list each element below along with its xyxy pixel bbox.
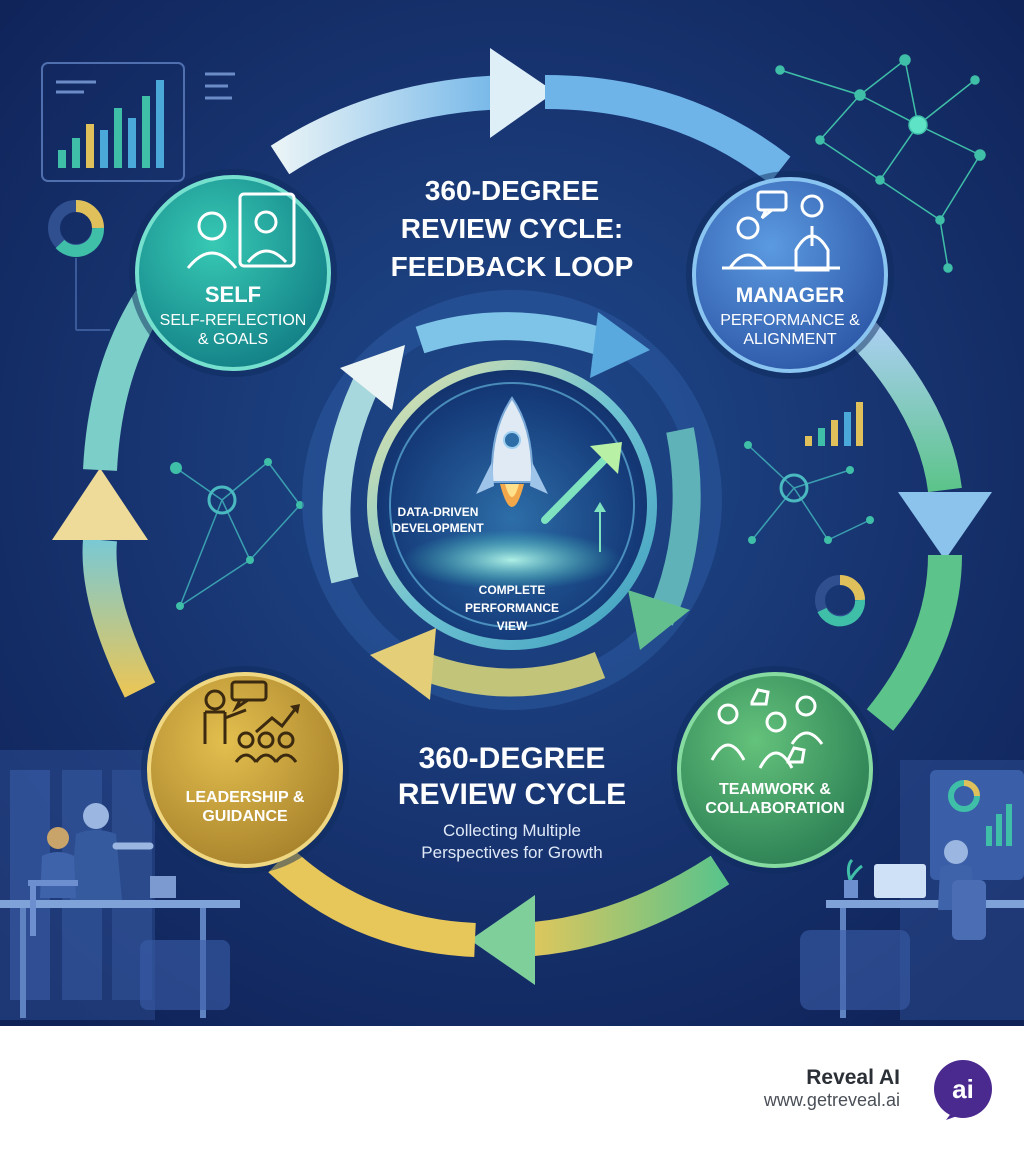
center-bottom-line-3: VIEW — [497, 619, 528, 633]
leadership-line-1: LEADERSHIP & — [186, 789, 305, 806]
teamwork-thumbs-up-icon — [710, 688, 824, 769]
node-teamwork: TEAMWORK & COLLABORATION — [671, 666, 879, 874]
network-graph-right-icon — [744, 441, 874, 544]
subtitle-line-2: REVIEW CYCLE — [398, 778, 626, 811]
title-line-2: REVIEW CYCLE: — [401, 213, 623, 244]
manager-meeting-icon — [722, 190, 840, 272]
arrow-head-left-icon — [52, 468, 148, 540]
node-manager: MANAGER PERFORMANCE & ALIGNMENT — [686, 171, 894, 379]
self-reflection-icon — [186, 192, 296, 269]
arrow-manager-to-teamwork — [847, 318, 962, 493]
logo-text: ai — [952, 1074, 974, 1104]
donut-chart-right-icon — [815, 575, 866, 627]
bar-chart-panel-icon — [41, 62, 235, 182]
leadership-presentation-icon — [203, 680, 300, 763]
manager-line-2: ALIGNMENT — [743, 331, 837, 348]
self-line-2: & GOALS — [198, 331, 268, 348]
node-leadership: LEADERSHIP & GUIDANCE — [141, 666, 349, 874]
node-self: SELF SELF-REFLECTION & GOALS — [129, 169, 337, 377]
brand-url-link[interactable]: www.getreveal.ai — [763, 1090, 900, 1110]
donut-chart-icon — [48, 200, 110, 331]
footer — [0, 1026, 1024, 1154]
arrow-head-top-icon — [490, 48, 555, 138]
office-scene-right-illustration — [800, 760, 1024, 1020]
outer-cycle-arrows — [52, 48, 992, 985]
reveal-ai-logo-icon: ai — [934, 1060, 992, 1120]
title-line-1: 360-DEGREE — [425, 175, 599, 206]
office-scene-left-illustration — [0, 750, 240, 1020]
teamwork-line-1: TEAMWORK & — [719, 781, 831, 798]
brand-name: Reveal AI — [806, 1066, 900, 1089]
subtitle-line-1: 360-DEGREE — [419, 742, 606, 775]
self-line-1: SELF-REFLECTION — [160, 312, 307, 329]
arrow-head-right-icon — [898, 492, 992, 560]
tagline-line-2: Perspectives for Growth — [421, 843, 602, 862]
network-graph-icon — [775, 54, 986, 273]
tagline-line-1: Collecting Multiple — [443, 821, 581, 840]
inner-cycle-arrows — [302, 290, 722, 710]
arrow-head-bottom-icon — [470, 895, 535, 985]
leadership-line-2: GUIDANCE — [202, 808, 288, 825]
title-line-3: FEEDBACK LOOP — [391, 251, 634, 282]
feedback-loop-diagram: DATA-DRIVEN DEVELOPMENT COMPLETE PERFORM… — [0, 0, 1024, 1026]
manager-line-1: PERFORMANCE & — [720, 312, 860, 329]
network-graph-left-icon — [170, 458, 304, 610]
infographic: DATA-DRIVEN DEVELOPMENT COMPLETE PERFORM… — [0, 0, 1024, 1026]
rocket-icon — [476, 396, 548, 507]
center-left-line-2: DEVELOPMENT — [392, 521, 484, 535]
arrow-leadership-to-self — [82, 538, 156, 698]
arrow-self-to-manager — [270, 75, 511, 175]
self-title: SELF — [205, 282, 261, 307]
manager-title: MANAGER — [736, 284, 845, 307]
growth-arrow-icon — [541, 442, 622, 552]
center-bottom-line-2: PERFORMANCE — [465, 601, 559, 615]
center-left-line-1: DATA-DRIVEN — [398, 505, 479, 519]
center-bottom-line-1: COMPLETE — [479, 583, 546, 597]
mini-bar-chart-icon — [805, 402, 863, 446]
arrow-teamwork-to-leadership — [519, 855, 730, 957]
teamwork-line-2: COLLABORATION — [705, 800, 844, 817]
